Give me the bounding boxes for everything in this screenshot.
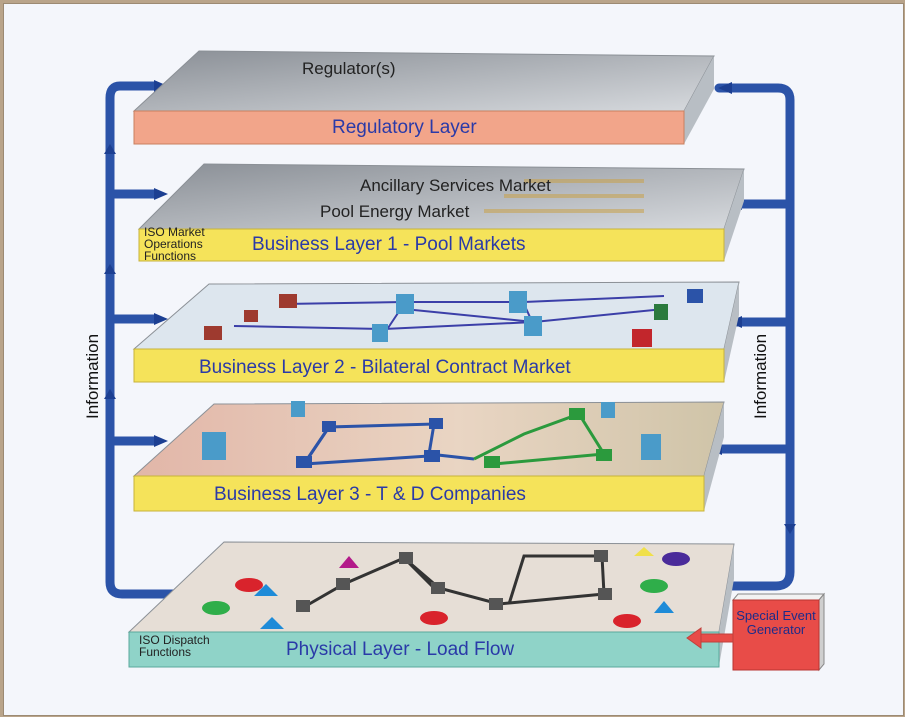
business-layer-3-title: Business Layer 3 - T & D Companies (214, 484, 526, 505)
bilateral-plate (132, 281, 740, 383)
diagram-frame: Regulator(s) Regulatory Layer Ancillary … (3, 3, 904, 716)
physical-plate (127, 541, 735, 668)
physical-layer-title: Physical Layer - Load Flow (286, 639, 515, 660)
td-plate (132, 401, 725, 512)
regulatory-plate (132, 50, 715, 145)
special-event-generator-label: Special Event Generator (736, 608, 816, 637)
information-right-label: Information (751, 333, 770, 419)
business-layer-1-title: Business Layer 1 - Pool Markets (252, 234, 526, 255)
business-layer-2-title: Business Layer 2 - Bilateral Contract Ma… (199, 357, 571, 378)
regulators-label: Regulator(s) (302, 59, 396, 78)
special-event-generator-box (731, 592, 826, 672)
regulatory-layer-title: Regulatory Layer (332, 117, 477, 138)
diagram-drawing (104, 50, 826, 672)
pool-energy-label: Pool Energy Market (320, 202, 470, 221)
iso-dispatch-label: ISO Dispatch Functions (139, 633, 210, 659)
building-icons (372, 291, 542, 342)
special-event-arrow (686, 627, 734, 649)
bus-symbols (202, 547, 690, 629)
pool-market-plate (137, 163, 745, 262)
information-left-label: Information (83, 333, 102, 419)
ancillary-services-label: Ancillary Services Market (360, 176, 551, 195)
iso-market-operations-label: ISO Market Operations Functions (144, 225, 205, 263)
